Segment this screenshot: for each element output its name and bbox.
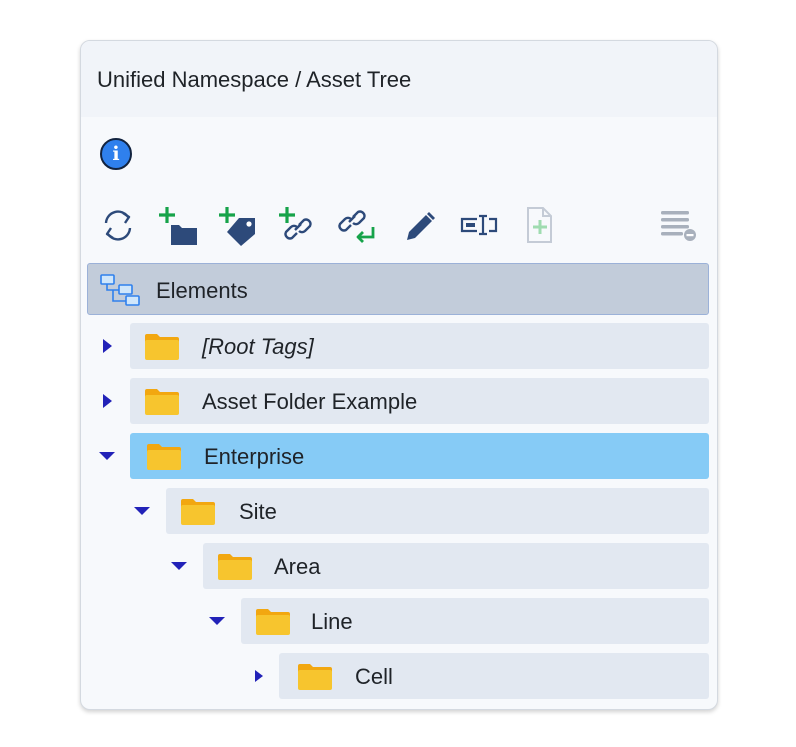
- add-link-button[interactable]: [277, 203, 317, 247]
- caret-down-icon: [209, 617, 225, 625]
- tree-node-label: Line: [311, 609, 353, 634]
- panel-title: Unified Namespace / Asset Tree: [97, 67, 412, 92]
- tree-node-asset-folder-example[interactable]: Asset Folder Example: [130, 378, 709, 424]
- link-return-button[interactable]: [337, 203, 377, 247]
- collapse-toggle-enterprise[interactable]: [95, 444, 119, 468]
- add-file-button[interactable]: [519, 203, 559, 247]
- add-folder-icon: [159, 207, 197, 245]
- caret-right-icon: [255, 670, 263, 682]
- expand-toggle-asset-folder-example[interactable]: [95, 389, 119, 413]
- collapse-toggle-area[interactable]: [167, 554, 191, 578]
- folder-icon: [218, 554, 252, 580]
- info-icon[interactable]: i: [100, 138, 132, 170]
- caret-down-icon: [171, 562, 187, 570]
- list-options-button[interactable]: [657, 203, 697, 247]
- tree-node-site[interactable]: Site: [166, 488, 709, 534]
- tree-node-label: Cell: [355, 664, 393, 689]
- tree-root-label: Elements: [156, 278, 248, 303]
- caret-down-icon: [134, 507, 150, 515]
- add-tag-button[interactable]: [217, 203, 257, 247]
- rename-icon: [460, 214, 498, 236]
- tree-node-label: Asset Folder Example: [202, 389, 418, 414]
- tree-root-elements[interactable]: Elements: [87, 263, 709, 315]
- tree-node-cell[interactable]: Cell: [279, 653, 709, 699]
- folder-icon: [181, 499, 215, 525]
- folder-icon: [145, 334, 179, 360]
- link-return-icon: [338, 210, 375, 243]
- refresh-icon: [104, 210, 132, 241]
- tree-node-label: Area: [274, 554, 321, 579]
- tree-node-label: Site: [239, 499, 277, 524]
- add-file-icon: [527, 207, 552, 243]
- tree-node-area[interactable]: Area: [203, 543, 709, 589]
- caret-right-icon: [103, 394, 112, 408]
- folder-icon: [147, 444, 181, 470]
- collapse-toggle-line[interactable]: [205, 609, 229, 633]
- expand-toggle-root-tags[interactable]: [95, 334, 119, 358]
- list-options-icon: [661, 211, 696, 241]
- folder-icon: [298, 664, 332, 690]
- tree-node-enterprise[interactable]: Enterprise: [130, 433, 709, 479]
- tree-node-label: Enterprise: [204, 444, 305, 469]
- pencil-icon: [407, 212, 435, 240]
- folder-icon: [145, 389, 179, 415]
- caret-down-icon: [99, 452, 115, 460]
- caret-right-icon: [103, 339, 112, 353]
- expand-toggle-cell[interactable]: [247, 664, 271, 688]
- edit-button[interactable]: [399, 203, 439, 247]
- hierarchy-icon: [100, 274, 140, 306]
- refresh-button[interactable]: [98, 203, 138, 247]
- add-tag-icon: [219, 207, 255, 246]
- panel-header: Unified Namespace / Asset Tree: [81, 41, 717, 117]
- collapse-toggle-site[interactable]: [130, 499, 154, 523]
- rename-button[interactable]: [459, 203, 499, 247]
- add-link-icon: [279, 207, 312, 240]
- tree-node-label: [Root Tags]: [202, 334, 314, 359]
- tree-node-root-tags[interactable]: [Root Tags]: [130, 323, 709, 369]
- tree-node-line[interactable]: Line: [241, 598, 709, 644]
- asset-tree-panel: Unified Namespace / Asset Tree i: [80, 40, 718, 710]
- add-folder-button[interactable]: [157, 203, 197, 247]
- folder-icon: [256, 609, 290, 635]
